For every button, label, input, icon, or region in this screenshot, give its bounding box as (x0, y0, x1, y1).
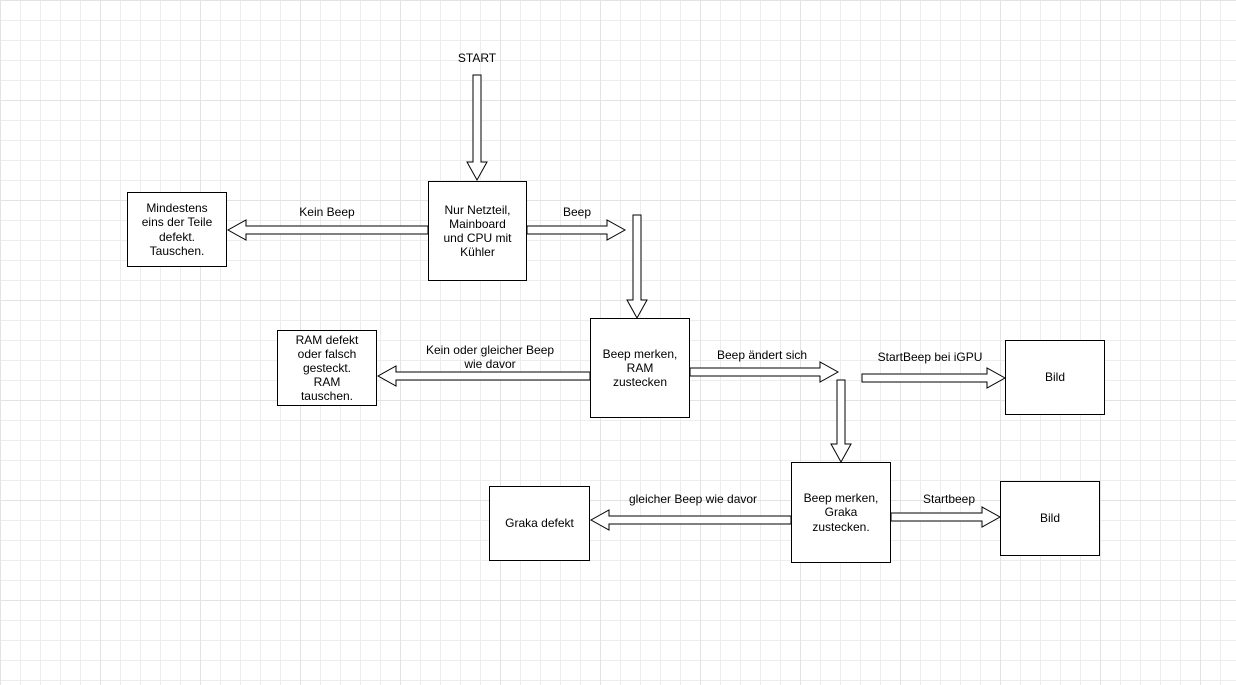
node-label: Graka defekt (505, 516, 574, 531)
node-label: Bild (1044, 370, 1065, 385)
arrow-kein-beep[interactable] (226, 219, 429, 241)
edge-label-beep[interactable]: Beep (562, 205, 592, 219)
arrow-beep-aendert-sich[interactable] (689, 361, 840, 383)
node-beep-merken-graka[interactable]: Beep merken, Graka zustecken. (791, 462, 891, 563)
node-label: Bild (1039, 511, 1060, 526)
node-bild-graka[interactable]: Bild (1000, 481, 1100, 556)
edge-label-startbeep-igpu[interactable]: StartBeep bei iGPU (877, 350, 983, 364)
node-bild-igpu[interactable]: Bild (1005, 340, 1105, 415)
arrow-beep-aendert-down[interactable] (830, 379, 852, 464)
node-label: RAM defekt oder falsch gesteckt. RAM tau… (295, 332, 359, 404)
node-label: Nur Netzteil, Mainboard und CPU mit Kühl… (443, 202, 512, 260)
edge-label-gleicher-beep[interactable]: gleicher Beep wie davor (628, 492, 758, 506)
node-label: Mindestens eins der Teile defekt. Tausch… (141, 201, 213, 258)
edge-label-beep-aendert-sich[interactable]: Beep ändert sich (716, 348, 808, 362)
node-beep-merken-ram[interactable]: Beep merken, RAM zustecken (590, 318, 690, 418)
start-label[interactable]: START (457, 51, 497, 65)
node-netzteil-mainboard-cpu[interactable]: Nur Netzteil, Mainboard und CPU mit Kühl… (428, 181, 527, 281)
node-graka-defekt[interactable]: Graka defekt (489, 486, 590, 561)
edge-label-kein-oder-gleicher-beep[interactable]: Kein oder gleicher Beep wie davor (425, 343, 555, 372)
arrow-start-down[interactable] (466, 74, 488, 182)
arrow-beep-down[interactable] (626, 214, 648, 320)
arrow-startbeep[interactable] (890, 506, 1002, 528)
node-label: Beep merken, Graka zustecken. (803, 491, 879, 534)
arrow-kein-oder-gleicher-beep[interactable] (376, 365, 591, 387)
arrow-gleicher-beep[interactable] (589, 509, 792, 531)
arrow-startbeep-igpu[interactable] (861, 367, 1007, 389)
edge-label-kein-beep[interactable]: Kein Beep (299, 205, 355, 219)
node-teile-defekt[interactable]: Mindestens eins der Teile defekt. Tausch… (127, 192, 227, 267)
arrow-beep[interactable] (526, 219, 627, 241)
edge-label-startbeep[interactable]: Startbeep (922, 492, 976, 506)
node-ram-defekt[interactable]: RAM defekt oder falsch gesteckt. RAM tau… (277, 330, 377, 406)
node-label: Beep merken, RAM zustecken (602, 346, 678, 390)
